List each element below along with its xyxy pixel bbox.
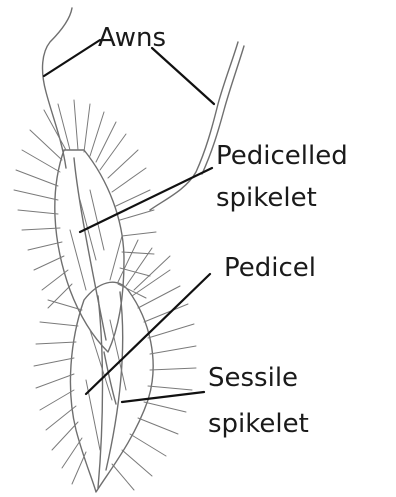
pedicelled-spikelet-outline [55, 150, 124, 352]
sessile-spikelet-midrib [98, 296, 103, 488]
leader-pedicelled-spikelet [80, 168, 212, 232]
leader-awns-right [152, 48, 214, 104]
label-pedicelled-line2: spikelet [216, 183, 317, 213]
pedicel-stalk [104, 352, 116, 404]
pedicelled-spikelet-midrib [74, 158, 106, 340]
label-sessile-line2: spikelet [208, 409, 309, 439]
leader-sessile-spikelet [122, 392, 204, 402]
label-sessile-line1: Sessile [208, 363, 298, 393]
label-pedicel: Pedicel [224, 253, 316, 283]
sessile-spikelet-vein [106, 292, 123, 470]
label-awns: Awns [98, 23, 166, 53]
leader-awns-left [44, 40, 100, 76]
labels: Awns Pedicelled spikelet Pedicel Sessile… [98, 23, 348, 439]
label-pedicelled-line1: Pedicelled [216, 141, 348, 171]
spikelet-hairs [14, 100, 196, 490]
awn-left [43, 8, 72, 168]
